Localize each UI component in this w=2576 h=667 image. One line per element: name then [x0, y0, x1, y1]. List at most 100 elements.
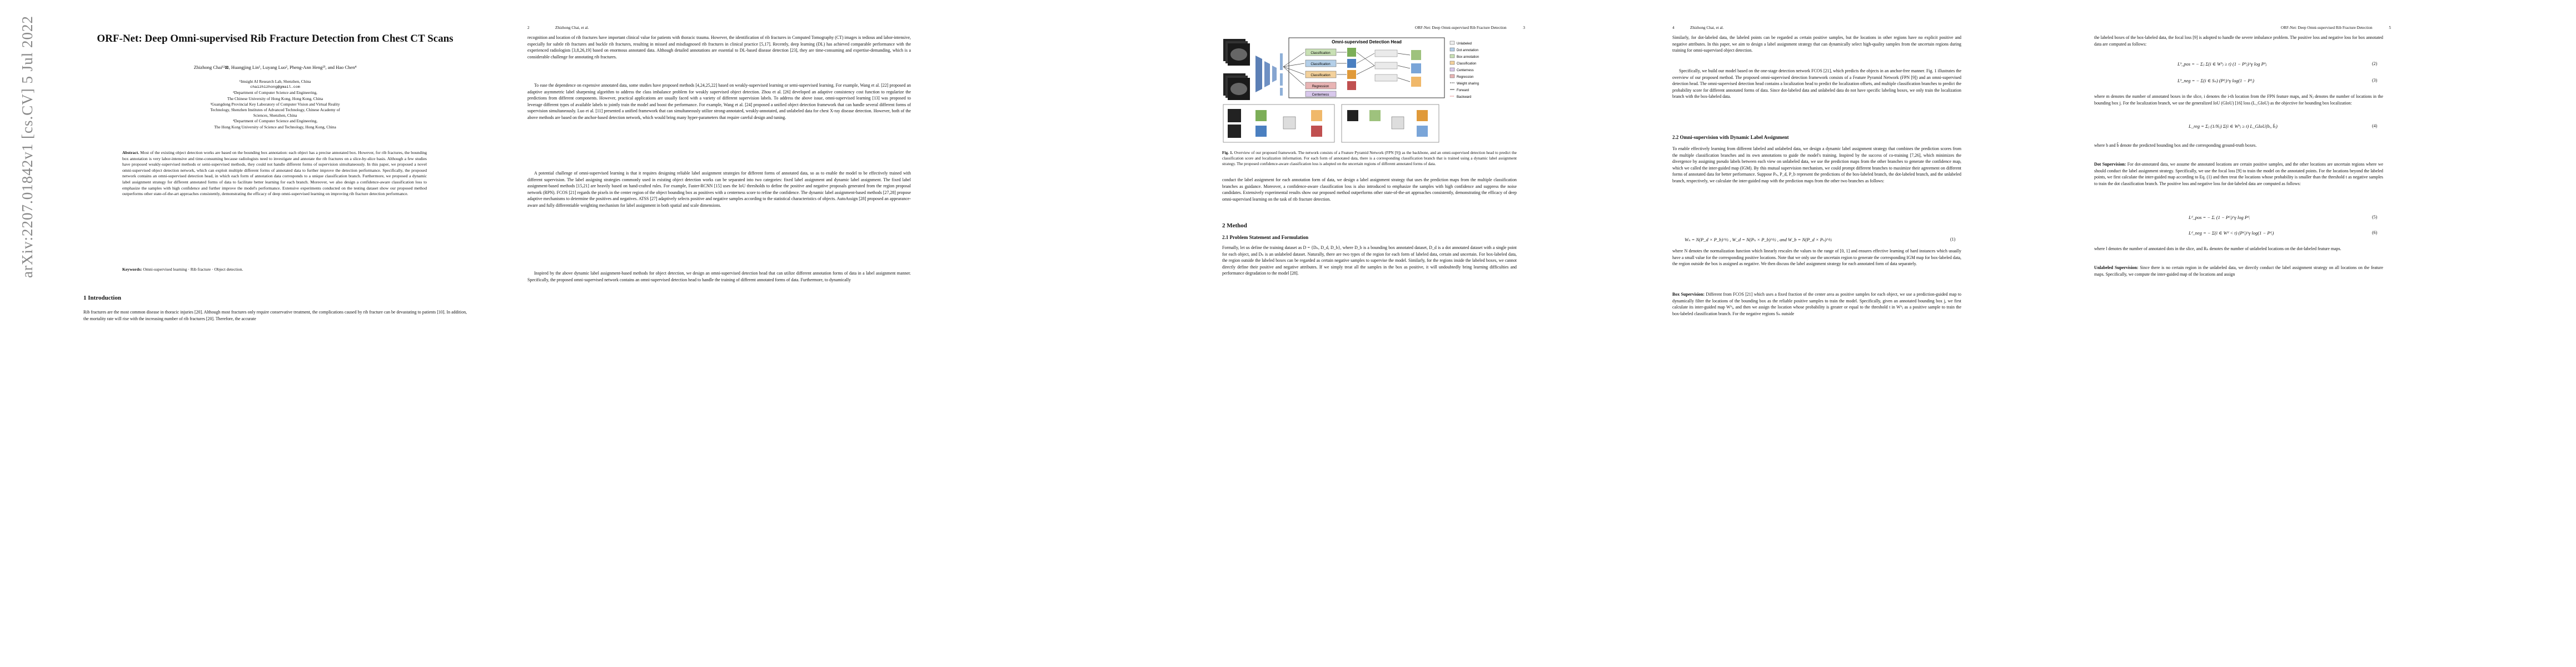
- running-header-text: ORF-Net: Deep Omni-supervised Rib Fractu…: [1414, 26, 1507, 30]
- equation-6: Lᵈ_neg = − Σ(i ∈ Wᵈ < t) (Pᵈᵢ)^γ log(1 −…: [2189, 230, 2274, 236]
- affiliation-line: Sciences, Shenzhen, China: [253, 113, 297, 118]
- box-supervision-text: Different from FCOS [21] which uses a fi…: [1672, 292, 1961, 316]
- page-4: 4 Zhizhong Chai, et al. Similarly, for d…: [1546, 0, 2061, 667]
- affiliation-line: ³Guangdong Provincial Key Laboratory of …: [210, 101, 340, 107]
- body-paragraph: conduct the label assignment for each an…: [1222, 177, 1517, 202]
- equation-number: (2): [2372, 61, 2378, 66]
- branch-label: Classification: [1311, 52, 1330, 55]
- author-email: chaizhizhong@gmail.com: [250, 85, 300, 90]
- equation-4: L_reg = Σⱼ (1/Nⱼ) Σ(i ∈ Wᵇⱼ ≥ t) L_GIoU(…: [2189, 123, 2278, 129]
- equation-1: Wₙ = N(P_d × P_b)^½ , W_d = N(Pₙ × P_b)^…: [1685, 237, 1832, 242]
- page-number: 2: [527, 26, 530, 30]
- page-5: ORF-Net: Deep Omni-supervised Rib Fractu…: [2061, 0, 2576, 667]
- equation-3: Lᵇ_neg = − Σ(i ∈ Sₙ) (Pᵇᵢ)^γ log(1 − Pᵇᵢ…: [2178, 78, 2254, 83]
- keywords-text: Omni-supervised learning · Rib fracture …: [143, 267, 243, 272]
- intro-heading: 1 Introduction: [83, 295, 121, 301]
- keywords-label: Keywords:: [122, 267, 142, 272]
- equation-2: Lᵇ_pos = − Σⱼ Σ(i ∈ Wᵇⱼ ≥ t) (1 − Pᵇⱼ)^γ…: [2178, 61, 2267, 67]
- body-paragraph: Inspired by the above dynamic label assi…: [527, 271, 911, 282]
- figure-1: Omni-supervised Detection Head Classific…: [1222, 33, 1517, 145]
- branch-label: Regression: [1312, 85, 1329, 88]
- body-paragraph: Formally, let us define the training dat…: [1222, 245, 1517, 276]
- body-paragraph: the labeled boxes of the box-labeled dat…: [2094, 35, 2383, 47]
- figure-caption: Fig. 1. Overview of our proposed framewo…: [1222, 150, 1517, 167]
- branch-boxes: Classification Classification Classifica…: [1305, 48, 1337, 97]
- paper-title: ORF-Net: Deep Omni-supervised Rib Fractu…: [97, 33, 454, 44]
- affiliation-line: ⁴Department of Computer Science and Engi…: [232, 118, 318, 124]
- equation-number: (5): [2372, 215, 2378, 220]
- dot-supervision-paragraph: Dot Supervision: For dot-annotated data,…: [2094, 161, 2383, 187]
- running-header-text: ORF-Net: Deep Omni-supervised Rib Fractu…: [2280, 26, 2373, 30]
- abstract-text: Most of the existing object detection wo…: [122, 150, 427, 197]
- subsection-heading: 2.1 Problem Statement and Formulation: [1222, 235, 1309, 240]
- unlabeled-supervision-paragraph: Unlabeled Supervision: Since there is no…: [2094, 265, 2383, 277]
- body-paragraph: To ease the dependence on expensive anno…: [527, 83, 911, 120]
- page-2: 2 Zhizhong Chai, et al. recognition and …: [515, 0, 1030, 667]
- running-header: Zhizhong Chai, et al.: [555, 26, 589, 30]
- figure-caption-text: Overview of our proposed framework. The …: [1222, 150, 1517, 167]
- body-paragraph: A potential challenge of omni-supervised…: [527, 171, 911, 208]
- branch-label: Classification: [1311, 74, 1330, 77]
- affiliation-line: Technology, Shenzhen Institutes of Advan…: [210, 107, 340, 113]
- legend-entry: Backward: [1457, 96, 1471, 99]
- legend-entry: Box annotation: [1457, 56, 1479, 59]
- legend-entry: Forward: [1457, 89, 1469, 92]
- unlabeled-supervision-text: Since there is no certain region in the …: [2094, 265, 2383, 277]
- body-paragraph: recognition and location of rib fracture…: [527, 35, 911, 59]
- method-heading: 2 Method: [1222, 222, 1247, 229]
- equation-5: Lᵈ_pos = − Σᵢ (1 − Pᵈᵢ)^γ log Pᵈᵢ: [2189, 215, 2250, 220]
- equation-number: (1): [1950, 237, 1956, 242]
- abstract: Abstract. Most of the existing object de…: [122, 150, 427, 197]
- figure-legend: Unlabeled Dot annotation Box annotation …: [1449, 41, 1479, 99]
- body-paragraph: where N denotes the normalization functi…: [1672, 248, 1961, 267]
- legend-entry: Centerness: [1457, 69, 1474, 72]
- abstract-label: Abstract.: [122, 150, 139, 155]
- framework-diagram: Omni-supervised Detection Head Classific…: [1223, 37, 1479, 143]
- equation-number: (3): [2372, 78, 2378, 83]
- keywords: Keywords: Omni-supervised learning · Rib…: [122, 267, 427, 273]
- legend-entry: Weight sharing: [1457, 82, 1479, 86]
- label-assignment-diagram: [1223, 104, 1439, 143]
- page-number: 4: [1672, 26, 1675, 30]
- affiliation-line: The Chinese University of Hong Kong, Hon…: [227, 96, 323, 101]
- affiliations: ¹Imsight AI Research Lab, Shenzhen, Chin…: [83, 79, 467, 130]
- arxiv-stamp: arXiv:2207.01842v1 [cs.CV] 5 Jul 2022: [4, 16, 36, 289]
- page-number: 5: [2389, 26, 2391, 30]
- dot-supervision-label: Dot Supervision:: [2094, 162, 2126, 167]
- unlabeled-supervision-label: Unlabeled Supervision:: [2094, 265, 2139, 270]
- legend-entry: Dot annotation: [1457, 49, 1478, 52]
- body-paragraph: To enable effectively learning from diff…: [1672, 146, 1961, 183]
- legend-entry: Classification: [1457, 62, 1476, 66]
- body-paragraph: where m denotes the number of annotated …: [2094, 94, 2383, 106]
- body-paragraph: Specifically, we build our model based o…: [1672, 68, 1961, 99]
- box-supervision-paragraph: Box Supervision: Different from FCOS [21…: [1672, 291, 1961, 317]
- page-number: 3: [1523, 26, 1525, 30]
- equation-number: (4): [2372, 123, 2378, 128]
- prediction-maps: [1347, 48, 1421, 90]
- detection-head-frame: [1288, 37, 1445, 98]
- flow-arrows: [1283, 52, 1411, 86]
- page-3: ORF-Net: Deep Omni-supervised Rib Fractu…: [1030, 0, 1546, 667]
- legend-entry: Regression: [1457, 76, 1473, 79]
- arxiv-id: arXiv:2207.01842v1 [cs.CV] 5 Jul 2022: [19, 16, 36, 278]
- intro-paragraph: Rib fractures are the most common diseas…: [83, 310, 467, 321]
- page-1: arXiv:2207.01842v1 [cs.CV] 5 Jul 2022 OR…: [0, 0, 515, 667]
- affiliation-line: The Hong Kong University of Science and …: [214, 124, 336, 130]
- box-supervision-label: Box Supervision:: [1672, 292, 1705, 297]
- legend-entry: Unlabeled: [1457, 42, 1472, 46]
- affiliation-line: ¹Imsight AI Research Lab, Shenzhen, Chin…: [239, 79, 311, 84]
- branch-label: Classification: [1311, 63, 1330, 66]
- subsection-heading: 2.2 Omni-supervision with Dynamic Label …: [1672, 135, 1789, 140]
- running-header: ORF-Net: Deep Omni-supervised Rib Fractu…: [1214, 26, 1525, 30]
- paper-authors: Zhizhong Chai¹²⊠, Huangjing Lin¹, Luyang…: [193, 64, 357, 70]
- ct-slice-stack: [1223, 39, 1250, 100]
- branch-label: Centerness: [1312, 93, 1329, 97]
- dot-supervision-text: For dot-annotated data, we assume the an…: [2094, 162, 2383, 186]
- body-paragraph: where b and b̂ denote the predicted boun…: [2094, 143, 2257, 148]
- equation-number: (6): [2372, 230, 2378, 235]
- body-paragraph: Similarly, for dot-labeled data, the lab…: [1672, 35, 1961, 53]
- figure-caption-label: Fig. 1.: [1222, 150, 1233, 155]
- body-paragraph: where l denotes the number of annotated …: [2094, 246, 2341, 251]
- running-header: Zhizhong Chai, et al.: [1690, 26, 1724, 30]
- detection-head-title: Omni-supervised Detection Head: [1332, 39, 1402, 44]
